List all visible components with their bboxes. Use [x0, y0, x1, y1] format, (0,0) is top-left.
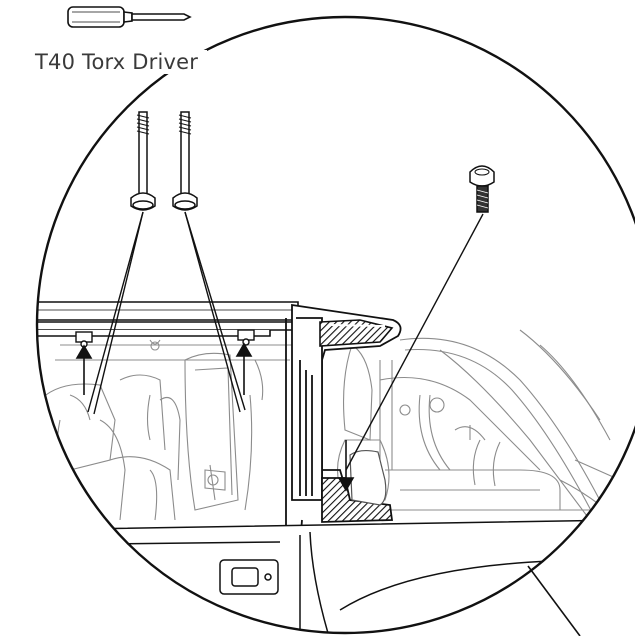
- arrow-up-icon: [235, 342, 253, 395]
- tool-label: T40 Torx Driver: [33, 50, 207, 74]
- leader-lines: [87, 211, 484, 471]
- vehicle-body: [37, 519, 635, 633]
- long-bolt-icon: [130, 111, 156, 211]
- short-screw-icon: [469, 165, 495, 213]
- screwdriver-icon: [67, 6, 192, 28]
- detail-circle: [35, 15, 635, 635]
- long-bolt-icon: [172, 111, 198, 211]
- roof-rail: [37, 301, 299, 337]
- detail-leader-line: [527, 565, 581, 637]
- windshield-frame: [285, 303, 402, 547]
- arrow-up-icon: [75, 344, 93, 395]
- arrow-down-icon: [337, 440, 355, 492]
